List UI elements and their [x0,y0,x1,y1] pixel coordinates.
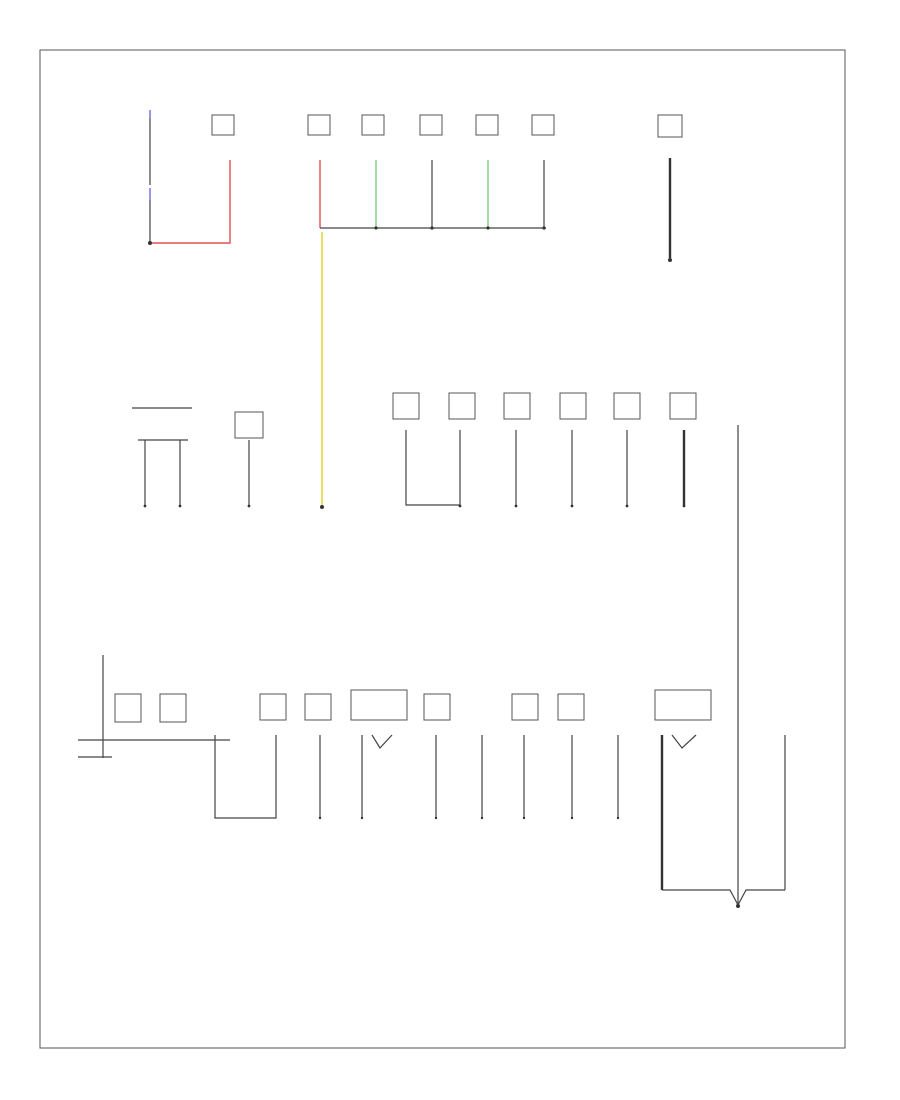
top-bus-connectors [211,114,555,509]
module-box-3 [361,114,385,136]
term-1 [143,504,147,508]
bottom-term-4 [318,816,322,820]
bottom-term-10 [616,816,620,820]
top-right-ground [657,114,683,262]
bottom-module-7 [511,693,539,721]
bottom-wire-11-jumper [671,734,697,749]
mid-term-c [514,504,518,508]
ground-g1 [320,505,324,509]
mid-term-f [682,504,686,508]
bottom-module-4 [304,693,332,721]
bus-splice-4 [542,226,546,230]
mid-module-2 [448,392,476,420]
bottom-module-8 [557,693,585,721]
bottom-loop-wire [214,735,277,819]
relay-box [234,411,264,439]
ground-g3 [736,904,740,908]
module-box-5 [475,114,499,136]
mid-module-5 [613,392,641,420]
bottom-term-9 [570,816,574,820]
ground-junction-wire [662,889,785,907]
term-3 [247,504,251,508]
bottom-term-7 [480,816,484,820]
bottom-wire-5-jumper [371,734,393,749]
bus-splice-3 [486,226,490,230]
bottom-module-6 [423,693,451,721]
mid-term-d [570,504,574,508]
mid-term-e [625,504,629,508]
red-wire-to-module [152,160,231,244]
mid-wire-a [405,430,460,506]
bottom-module-2 [159,693,187,723]
middle-module-row [392,392,739,905]
diagram-frame [39,49,846,1049]
mid-module-6 [669,392,697,420]
module-box-4 [419,114,443,136]
mid-module-3 [503,392,531,420]
bottom-term-6 [434,816,438,820]
module-box-2 [307,114,331,136]
bottom-connector-row [78,655,786,908]
module-box-6 [531,114,555,136]
bottom-module-3 [259,693,287,721]
bottom-term-5 [360,816,364,820]
module-box-right [657,114,683,138]
mid-module-1 [392,392,420,420]
term-2 [178,504,182,508]
ground-g2 [668,258,672,262]
top-left-splice-stack [148,110,231,245]
middle-left-group [132,407,264,508]
bus-splice-2 [430,226,434,230]
ground-point [148,241,152,245]
bottom-module-1 [114,693,142,723]
bottom-module-5 [350,689,408,721]
bus-splice-1 [374,226,378,230]
mid-term-b [458,504,462,508]
module-box-1 [211,114,235,136]
bottom-term-8 [522,816,526,820]
bottom-module-9 [654,689,712,721]
mid-module-4 [559,392,587,420]
